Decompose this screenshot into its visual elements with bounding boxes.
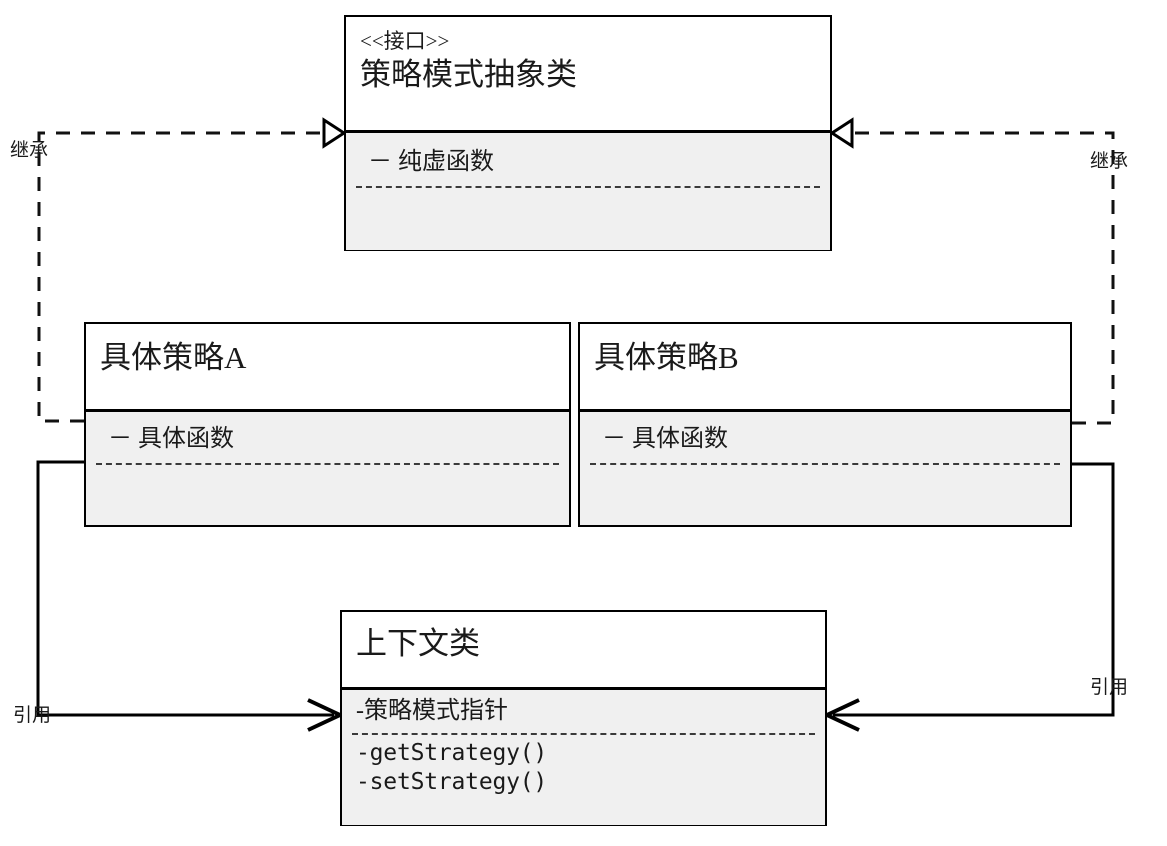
class-header-concrete-b: 具体策略B	[580, 324, 1070, 412]
edge-label-reference-left: 引用	[13, 705, 52, 726]
inheritance-arrowhead-right	[829, 117, 854, 149]
class-attribute: － 纯虚函数	[368, 149, 494, 175]
class-title: 具体策略B	[594, 340, 739, 375]
reference-arrowhead-left	[307, 698, 345, 732]
class-header-abstract-strategy: <<接口>> 策略模式抽象类	[346, 17, 830, 133]
class-attribute: － 具体函数	[108, 426, 234, 452]
class-header-context: 上下文类	[342, 612, 825, 690]
class-method: -setStrategy()	[356, 769, 548, 796]
member-separator	[96, 462, 559, 465]
member-separator	[352, 732, 815, 735]
class-header-concrete-a: 具体策略A	[86, 324, 569, 412]
class-body-concrete-b: － 具体函数	[580, 412, 1070, 525]
member-separator	[356, 185, 820, 188]
class-box-concrete-a[interactable]: 具体策略A － 具体函数	[84, 322, 571, 527]
class-body-context: -策略模式指针 -getStrategy() -setStrategy()	[342, 690, 825, 825]
member-separator	[590, 462, 1060, 465]
class-box-abstract-strategy[interactable]: <<接口>> 策略模式抽象类 － 纯虚函数	[344, 15, 832, 251]
class-body-abstract-strategy: － 纯虚函数	[346, 133, 830, 250]
inheritance-arrowhead-left	[322, 117, 347, 149]
reference-arrowhead-right	[822, 698, 860, 732]
class-method: -getStrategy()	[356, 739, 548, 766]
class-title: 具体策略A	[100, 340, 247, 375]
edge-label-reference-right: 引用	[1090, 677, 1129, 698]
class-attribute: － 具体函数	[602, 426, 728, 452]
edge-label-inherit-left: 继承	[10, 140, 49, 161]
class-title: 上下文类	[356, 626, 480, 661]
class-attribute: -策略模式指针	[356, 698, 508, 724]
edge-label-inherit-right: 继承	[1090, 151, 1129, 172]
class-body-concrete-a: － 具体函数	[86, 412, 569, 525]
class-box-concrete-b[interactable]: 具体策略B － 具体函数	[578, 322, 1072, 527]
class-title: 策略模式抽象类	[360, 57, 577, 93]
class-stereotype: <<接口>>	[360, 29, 450, 53]
class-box-context[interactable]: 上下文类 -策略模式指针 -getStrategy() -setStrategy…	[340, 610, 827, 826]
